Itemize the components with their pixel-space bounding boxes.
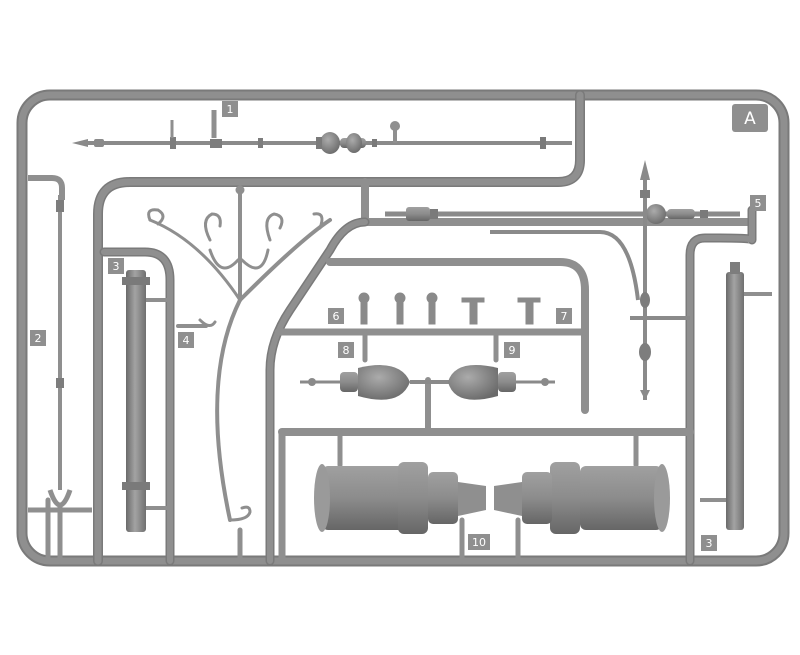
part-3-cylinder-left: [122, 270, 170, 532]
part-number-10: 10: [472, 536, 486, 549]
part-number-8: 8: [343, 344, 350, 357]
part-2-vertical-rod: [28, 175, 92, 513]
tag-9: 9: [504, 342, 520, 358]
tag-6: 6: [328, 308, 344, 324]
tag-3a: 3: [108, 258, 124, 274]
sprue-letter-tag: A: [732, 104, 768, 132]
part-number-5: 5: [755, 197, 762, 210]
tag-2: 2: [30, 330, 46, 346]
tag-4: 4: [178, 332, 194, 348]
part-number-tags: 1 2 3 3 4 5 6 7: [30, 101, 766, 551]
parts-6-7-small-keys: [358, 292, 541, 325]
tag-7: 7: [556, 308, 572, 324]
part-number-3-right: 3: [706, 537, 713, 550]
part-number-9: 9: [509, 344, 516, 357]
part-10-large-cylinders: [314, 462, 670, 534]
tag-5: 5: [750, 195, 766, 211]
part-5-lamp-arm: [385, 160, 740, 400]
part-number-1: 1: [227, 103, 234, 116]
sprue-letter: A: [744, 109, 756, 129]
part-3-cylinder-right: [700, 262, 772, 530]
tag-1: 1: [222, 101, 238, 117]
tag-8: 8: [338, 342, 354, 358]
part-number-4: 4: [183, 334, 190, 347]
part-1-rod: [72, 110, 572, 154]
part-number-6: 6: [333, 310, 340, 323]
tag-3b: 3: [701, 535, 717, 551]
tag-10: 10: [468, 534, 490, 550]
part-number-7: 7: [561, 310, 568, 323]
part-4-ornamental-bracket: [147, 185, 332, 564]
part-number-2: 2: [35, 332, 42, 345]
part-number-3-left: 3: [113, 260, 120, 273]
parts-8-9-lantern-bodies: [300, 365, 555, 400]
